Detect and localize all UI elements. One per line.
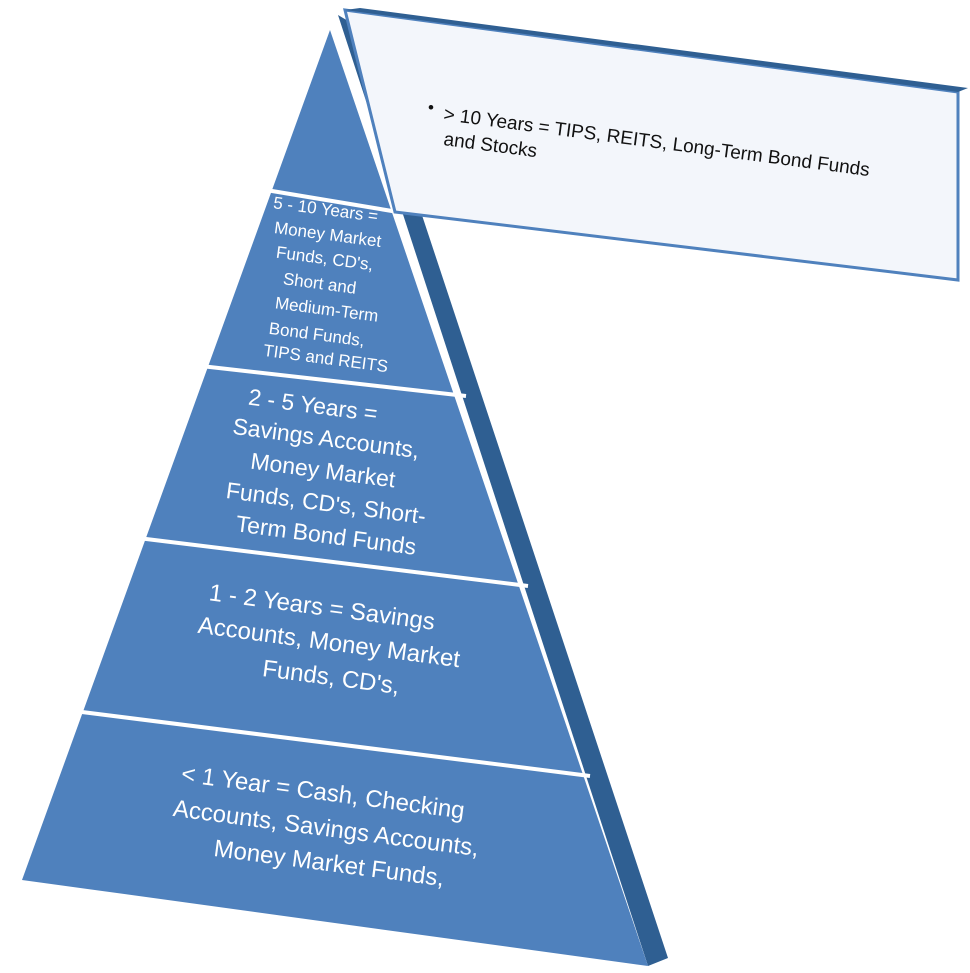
callout-shadow-edge: [345, 8, 968, 92]
callout-box: • > 10 Years = TIPS, REITS, Long-Term Bo…: [343, 8, 968, 282]
callout-bullet: •: [428, 98, 434, 117]
tier-divider: [137, 536, 529, 588]
tier-divider: [73, 709, 591, 778]
tier-divider: [265, 188, 399, 214]
tier-divider: [200, 364, 467, 398]
pyramid-side-face: [338, 15, 668, 966]
pyramid-front-face: [22, 30, 648, 966]
